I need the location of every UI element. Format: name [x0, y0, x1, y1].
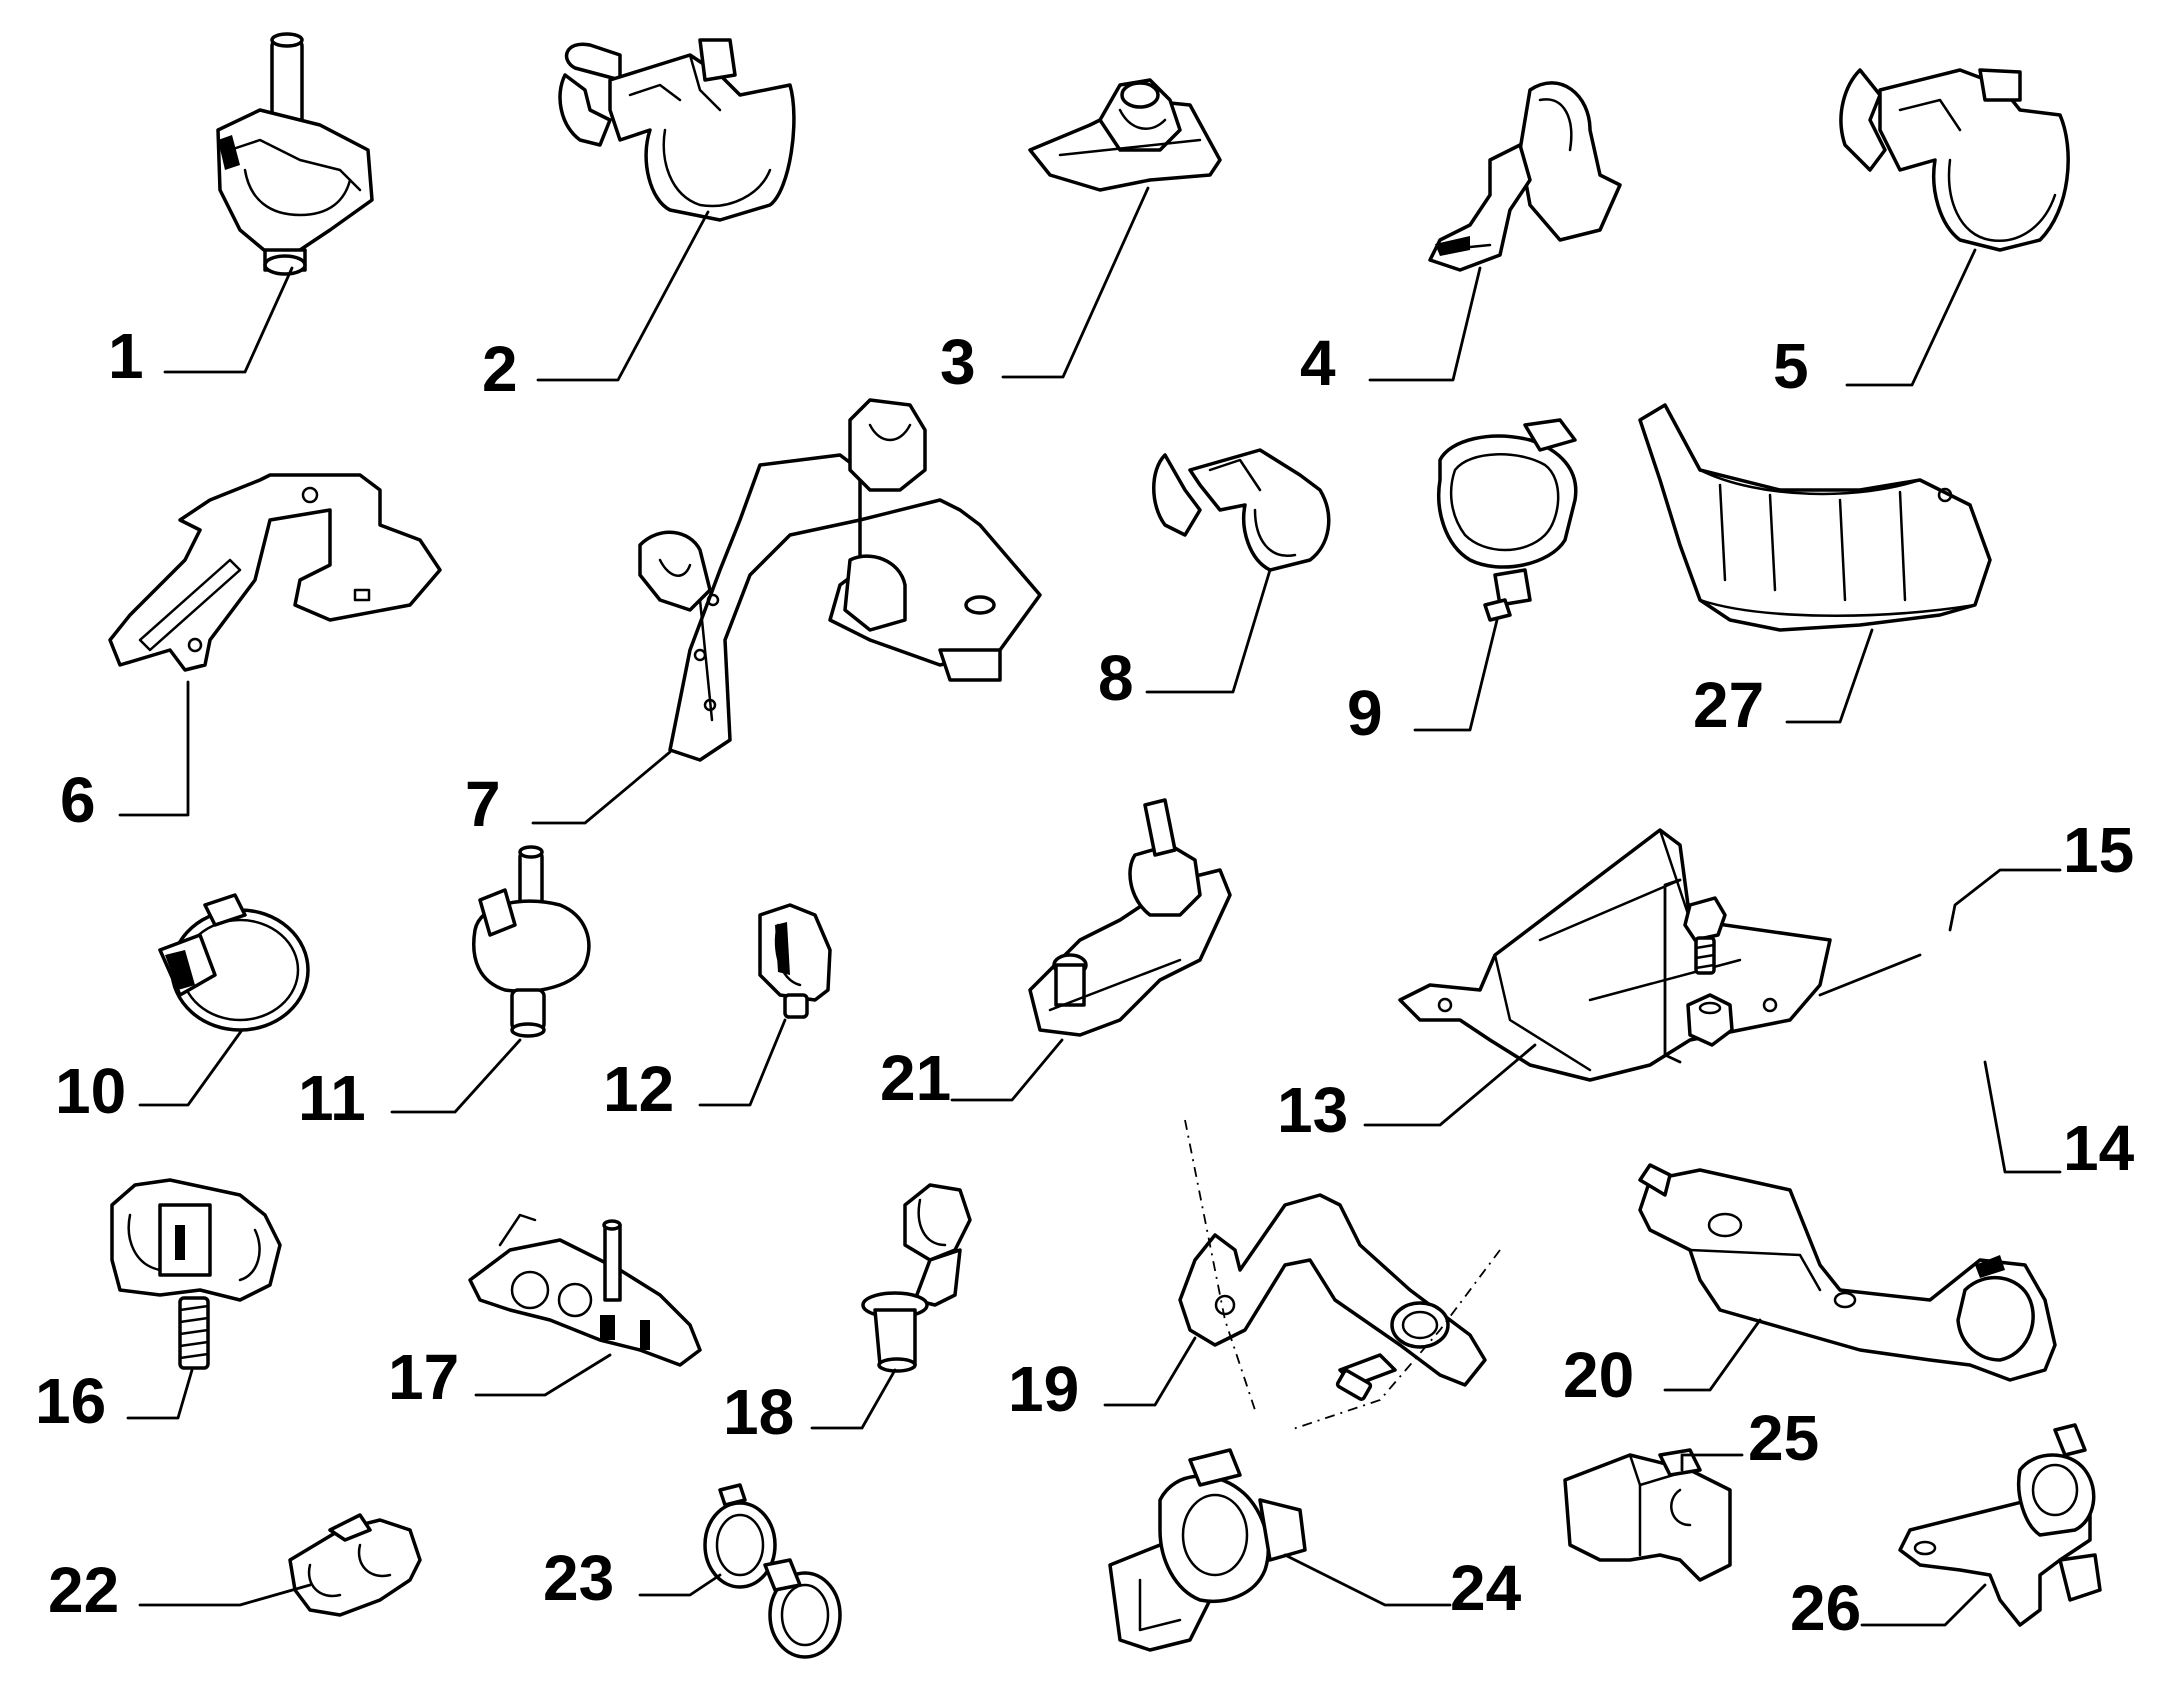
callout-18: 18: [723, 1376, 794, 1448]
part-20-bracket-clip: [1638, 1163, 2057, 1382]
callout-12: 12: [603, 1053, 674, 1125]
callout-21: 21: [880, 1042, 951, 1114]
leader-21: [950, 1038, 1064, 1102]
part-11-stud-fitting: [472, 845, 591, 1038]
callout-27: 27: [1693, 669, 1764, 741]
part-23-ring-clip: [703, 1483, 842, 1659]
leader-15: [1948, 868, 2062, 932]
callout-6: 6: [60, 764, 96, 836]
leader-24: [1283, 1553, 1452, 1607]
callout-13: 13: [1277, 1074, 1348, 1146]
callout-1: 1: [108, 320, 144, 392]
leader-1: [163, 266, 294, 374]
leader-5: [1845, 248, 1977, 387]
leader-2: [536, 210, 710, 382]
leader-13: [1363, 1043, 1537, 1127]
leader-11: [390, 1038, 522, 1114]
callout-11: 11: [298, 1062, 366, 1134]
part-12-small-clip: [758, 903, 832, 1019]
callout-8: 8: [1098, 642, 1134, 714]
leader-27: [1785, 628, 1874, 724]
leader-12: [698, 1018, 787, 1107]
leader-7: [531, 750, 672, 825]
leader-20: [1663, 1318, 1762, 1392]
part-5-double-clip: [1839, 68, 2070, 252]
leader-9: [1413, 618, 1499, 732]
leader-4: [1368, 266, 1482, 382]
part-26-bracket-ring: [1898, 1423, 2102, 1627]
leader-lines: [118, 186, 2062, 1627]
leader-23: [638, 1573, 722, 1597]
leader-16: [126, 1368, 194, 1420]
callout-19: 19: [1008, 1353, 1079, 1425]
leader-8: [1145, 568, 1272, 694]
leader-25: [1680, 1453, 1744, 1472]
part-24-block-clip: [1108, 1448, 1307, 1652]
callout-20: 20: [1563, 1339, 1634, 1411]
part-13-heat-shield: [1398, 828, 1832, 1082]
bolt-nut-bracket-line: [1663, 878, 1682, 1064]
callout-5: 5: [1773, 330, 1809, 402]
callout-9: 9: [1347, 677, 1383, 749]
part-15-bolt: [1683, 896, 1727, 975]
callout-22: 22: [48, 1554, 119, 1626]
callout-23: 23: [543, 1542, 614, 1614]
callout-24: 24: [1450, 1552, 1522, 1624]
part-14-nut: [1686, 993, 1734, 1047]
callout-4: 4: [1300, 327, 1336, 399]
part-3-bracket-clip: [1028, 78, 1222, 192]
part-1-stud-clip: [216, 32, 374, 276]
callout-25: 25: [1748, 1402, 1819, 1474]
part-22-double-clip: [288, 1513, 422, 1617]
callout-3: 3: [940, 326, 976, 398]
part-27-cover: [1638, 403, 1992, 632]
leader-15b: [1818, 953, 1922, 997]
callout-7: 7: [465, 768, 501, 840]
leader-19: [1103, 1336, 1197, 1407]
part-16-stud-clip: [110, 1178, 282, 1370]
callout-numbers: 1 2 3 4 5 6 7 8 9 27 10 11 12 21 13 15 1…: [35, 320, 2135, 1644]
part-8-double-clip: [1152, 448, 1331, 572]
callout-15: 15: [2063, 814, 2134, 886]
leader-14: [1983, 1060, 2062, 1174]
leader-6: [118, 680, 190, 817]
callout-2: 2: [482, 333, 518, 405]
part-10-hose-clamp: [158, 893, 310, 1032]
callout-10: 10: [55, 1055, 126, 1127]
centerline-19b: [1289, 1249, 1501, 1431]
leader-18: [810, 1368, 897, 1430]
callout-16: 16: [35, 1365, 106, 1437]
callout-17: 17: [388, 1341, 459, 1413]
leader-3: [1001, 186, 1150, 379]
leader-22: [138, 1583, 312, 1607]
part-17-multi-clip: [468, 1213, 702, 1367]
leader-26: [1860, 1583, 1987, 1627]
part-25-block-clip: [1563, 1448, 1732, 1582]
leader-17: [474, 1353, 612, 1397]
part-21-bracket-clip: [1028, 798, 1232, 1037]
part-18-stud-clip: [861, 1183, 972, 1373]
leader-10: [138, 1028, 244, 1107]
centerline-19a: [1184, 1119, 1256, 1411]
part-6-bracket: [108, 473, 442, 672]
part-7-bracket-assembly: [638, 398, 1042, 762]
callout-26: 26: [1790, 1572, 1861, 1644]
part-9-round-clip: [1437, 418, 1578, 622]
part-4-half-clip: [1428, 81, 1622, 272]
part-19-bracket: [1178, 1193, 1487, 1401]
callout-14: 14: [2063, 1112, 2135, 1184]
part-2-double-clip: [558, 38, 796, 222]
